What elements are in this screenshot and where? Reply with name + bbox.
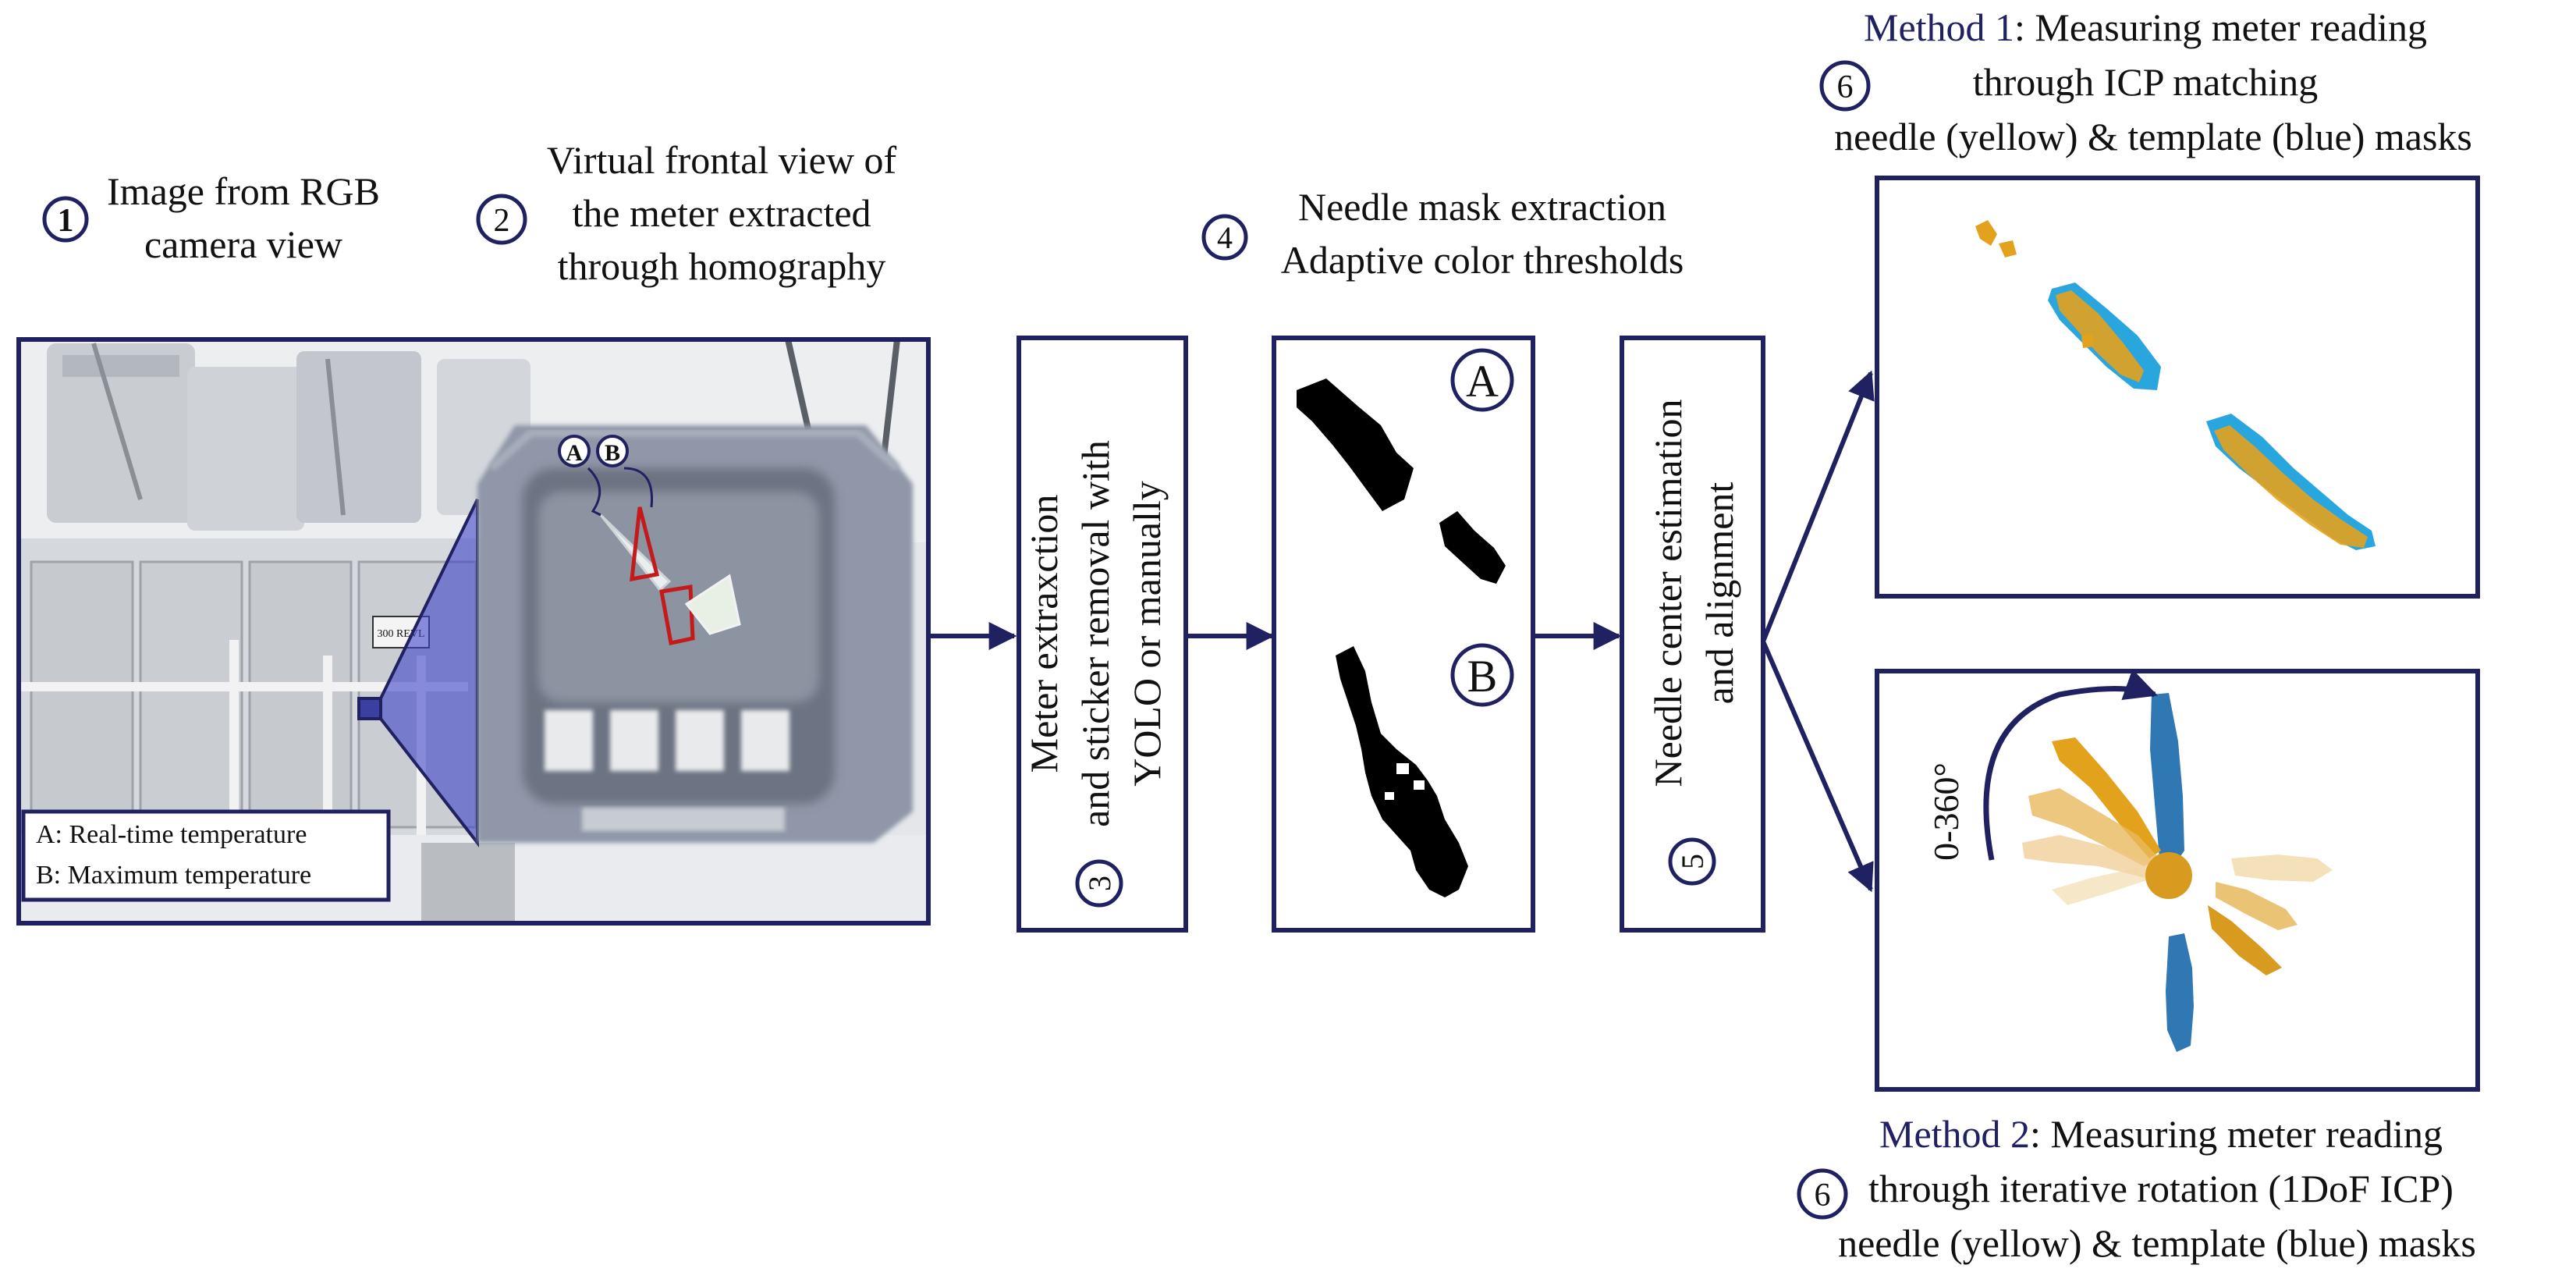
step1-heading: 1 Image from RGB camera view — [42, 169, 380, 266]
step4-heading: 4 Needle mask extraction Adaptive color … — [1201, 185, 1684, 282]
mask-a-upper — [1297, 378, 1414, 511]
method2-prefix: Method 2 — [1879, 1112, 2030, 1156]
step3-line1: Meter extraxction — [1022, 495, 1066, 773]
step5-box: Needle center estimation and alignment 5 — [1620, 336, 1765, 933]
step3-number-circle — [1075, 859, 1123, 908]
method2-line1-rest: : Measuring meter reading — [2030, 1112, 2443, 1156]
method2-template-up — [2150, 693, 2184, 866]
mask-a-label-circle — [1450, 348, 1514, 412]
step4-title-line1: Needle mask extraction — [1298, 185, 1666, 229]
method2-needle-right3 — [2208, 905, 2282, 975]
method2-rotation-arc — [1983, 669, 2158, 861]
method2-line1: Method 2: Measuring meter reading — [1879, 1112, 2443, 1156]
step4-title-line2: Adaptive color thresholds — [1281, 238, 1684, 282]
legend-realtime: A: Real-time temperature — [36, 820, 307, 849]
marker-b-label: B — [605, 440, 620, 466]
marker-a-label: A — [566, 440, 583, 466]
marker-a-circle — [558, 435, 591, 467]
method1-number-circle — [1819, 60, 1871, 112]
arrow-step5-to-method1 — [1761, 370, 1875, 643]
step2-number: 2 — [494, 203, 510, 239]
method2-needle-rot3 — [2022, 835, 2153, 878]
method1-line2: through ICP matching — [1973, 60, 2319, 104]
step2-heading: 2 Virtual frontal view of the meter extr… — [476, 138, 897, 288]
method2-needle-rot1 — [2052, 737, 2161, 858]
needle-a-base — [684, 574, 741, 635]
step5-number-circle — [1668, 837, 1716, 886]
method1-needle-upper — [2056, 290, 2144, 382]
step1-title-line1: Image from RGB — [107, 169, 380, 213]
method1-box — [1875, 176, 2480, 599]
method1-needle-lower — [2214, 425, 2368, 548]
method2-pivot — [2145, 852, 2192, 899]
mask-a-lower — [1439, 511, 1506, 584]
step4-number: 4 — [1217, 220, 1233, 255]
frontal-meter-view: A B — [477, 425, 913, 843]
method2-needle-right2 — [2216, 882, 2297, 930]
step5-line1: Needle center estimation — [1646, 400, 1690, 787]
meter-target-box — [357, 697, 382, 720]
step2-title-line2: the meter extracted — [572, 191, 871, 235]
step5-line2: and alignment — [1698, 482, 1741, 705]
method2-needle-rot4 — [2052, 868, 2147, 905]
step5-number: 5 — [1675, 854, 1710, 869]
marker-a-arrow — [587, 467, 601, 517]
step3-number: 3 — [1082, 876, 1117, 891]
mask-a-label: A — [1466, 356, 1499, 407]
legend-maximum: B: Maximum temperature — [36, 861, 311, 890]
method1-line1-rest: : Measuring meter reading — [2014, 5, 2427, 49]
method2-number: 6 — [1815, 1178, 1831, 1213]
marker-b-arrow — [623, 467, 654, 508]
arrow-step5-to-method2 — [1761, 640, 1874, 893]
method1-number: 6 — [1837, 69, 1854, 105]
method1-prefix: Method 1 — [1864, 5, 2014, 49]
step3-box: Meter extraxction and sticker removal wi… — [1017, 336, 1188, 933]
method1-line1: Method 1: Measuring meter reading — [1864, 5, 2427, 49]
needle-b-base — [659, 584, 695, 645]
step1-title-line2: camera view — [144, 222, 342, 266]
marker-b-circle — [596, 435, 629, 467]
step2-title-line1: Virtual frontal view of — [547, 138, 897, 182]
step3-line3: YOLO or manually — [1125, 481, 1169, 787]
camera-photo-frame — [16, 337, 931, 926]
method2-heading: Method 2: Measuring meter reading 6 thro… — [1797, 1112, 2476, 1265]
method2-needle-rot2 — [2028, 788, 2159, 866]
mask-b-label-circle — [1450, 643, 1514, 707]
step4-number-circle — [1201, 214, 1248, 261]
method1-line3: needle (yellow) & template (blue) masks — [1834, 115, 2472, 158]
step2-title-line3: through homography — [558, 244, 886, 288]
step2-number-circle — [476, 194, 527, 245]
step1-number-circle — [42, 196, 89, 243]
step4-box: A B — [1272, 336, 1535, 933]
method2-template-down — [2166, 933, 2194, 1052]
method2-box: 0-360° — [1875, 669, 2480, 1092]
step3-line2: and sticker removal with — [1073, 440, 1117, 827]
method2-line3: needle (yellow) & template (blue) masks — [1838, 1221, 2476, 1265]
method2-line2: through iterative rotation (1DoF ICP) — [1868, 1167, 2454, 1210]
needle-b-outline — [630, 506, 660, 582]
method2-number-circle — [1797, 1168, 1848, 1220]
method2-needle-right1 — [2231, 855, 2333, 882]
method1-heading: Method 1: Measuring meter reading 6 thro… — [1819, 5, 2472, 158]
mask-b-label: B — [1467, 651, 1498, 702]
step1-number: 1 — [58, 203, 74, 239]
photo-legend: A: Real-time temperature B: Maximum temp… — [21, 809, 391, 902]
method2-angle-label: 0-360° — [1926, 762, 1966, 861]
